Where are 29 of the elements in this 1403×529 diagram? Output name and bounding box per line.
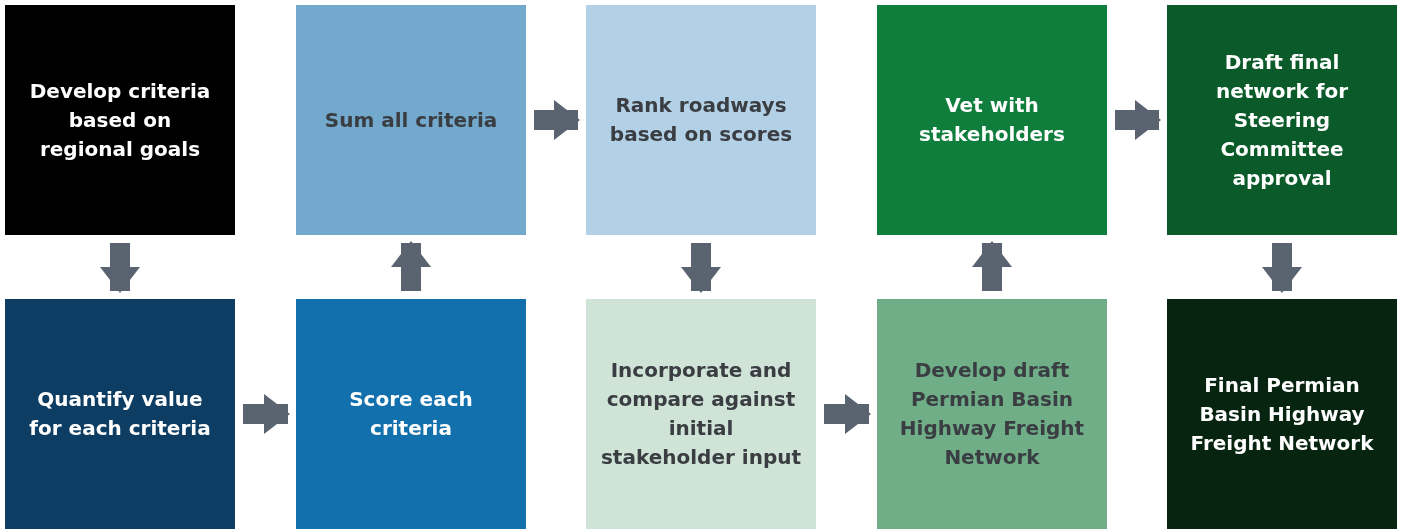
block-arrow bbox=[100, 243, 140, 293]
process-box bbox=[5, 299, 235, 529]
block-arrow bbox=[1262, 243, 1302, 293]
step-text: Vet with stakeholders bbox=[918, 92, 1066, 148]
process-box bbox=[586, 299, 816, 529]
block-arrow bbox=[1115, 100, 1161, 140]
process-box bbox=[5, 5, 235, 235]
process-box bbox=[296, 299, 526, 529]
step-text: Draft final network for Steering Committee approval bbox=[1215, 48, 1349, 192]
block-arrow bbox=[243, 394, 290, 434]
process-box bbox=[877, 299, 1107, 529]
process-box bbox=[586, 5, 816, 235]
block-arrow bbox=[972, 241, 1012, 291]
step-text: Sum all criteria bbox=[324, 106, 498, 134]
process-box bbox=[1167, 299, 1397, 529]
block-arrow bbox=[824, 394, 871, 434]
step-text: Rank roadways based on scores bbox=[608, 92, 794, 148]
step-text: Final Permian Basin Highway Freight Network bbox=[1189, 371, 1375, 457]
process-box bbox=[1167, 5, 1397, 235]
step-text: Quantify value for each criteria bbox=[28, 386, 212, 442]
process-box bbox=[877, 5, 1107, 235]
step-text: Incorporate and compare against initial stakeholder input bbox=[600, 357, 802, 471]
process-box bbox=[296, 5, 526, 235]
step-text: Score each criteria bbox=[348, 386, 474, 442]
block-arrow bbox=[681, 243, 721, 293]
block-arrow bbox=[391, 241, 431, 291]
block-arrow bbox=[534, 100, 580, 140]
step-text: Develop draft Permian Basin Highway Freight Network bbox=[898, 357, 1086, 471]
step-text: Develop criteria based on regional goals bbox=[28, 77, 212, 163]
